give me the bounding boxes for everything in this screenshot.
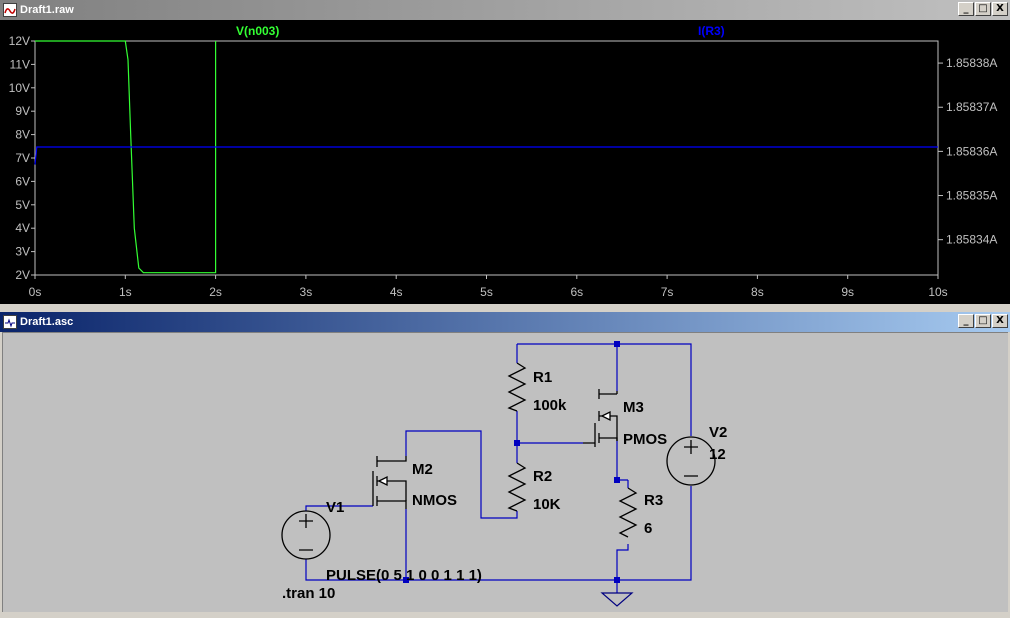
- label-v2-name[interactable]: V2: [709, 424, 727, 441]
- junction-dots: [403, 341, 620, 583]
- label-m3-name[interactable]: M3: [623, 399, 644, 416]
- trace-ir3[interactable]: [34, 146, 938, 165]
- schematic-window-title: Draft1.asc: [20, 316, 74, 328]
- label-r1-value[interactable]: 100k: [533, 397, 567, 414]
- waveform-chart[interactable]: V(n003) I(R3) 0s 1s 2s 3s 4s 5s 6s 7s 8s 9s 10s 12V…: [0, 20, 1010, 304]
- waveform-titlebar[interactable]: Draft1.raw _ □ X: [0, 0, 1010, 20]
- y-right-tick-label: 1.85837A: [946, 100, 997, 114]
- wire[interactable]: [406, 486, 692, 581]
- wire[interactable]: [616, 544, 629, 580]
- x-tick-label: 3s: [300, 285, 313, 299]
- x-tick-label: 6s: [570, 285, 583, 299]
- y-left-tick-label: 9V: [15, 104, 30, 118]
- y-left-tick-label: 2V: [15, 268, 30, 282]
- voltage-source-v2[interactable]: [666, 436, 716, 486]
- spice-directive[interactable]: .tran 10: [282, 585, 335, 602]
- nmos-m2[interactable]: [372, 456, 407, 509]
- x-tick-label: 1s: [119, 285, 132, 299]
- waveform-plot-area[interactable]: V(n003) I(R3) 0s 1s 2s 3s 4s 5s 6s 7s 8s 9s 10s 12V…: [0, 20, 1010, 304]
- x-tick-label: 2s: [209, 285, 222, 299]
- legend-vn003[interactable]: V(n003): [236, 24, 279, 38]
- label-v2-value[interactable]: 12: [709, 446, 726, 463]
- schematic-window-icon: [3, 315, 17, 329]
- x-tick-label: 10s: [928, 285, 947, 299]
- minimize-button[interactable]: _: [958, 2, 974, 16]
- close-button[interactable]: X: [992, 2, 1008, 16]
- label-v1-value[interactable]: PULSE(0 5 1 0 0 1 1 1): [326, 567, 482, 584]
- trace-vn003[interactable]: [35, 40, 217, 274]
- y-left-tick-label: 11V: [10, 57, 30, 71]
- minimize-button[interactable]: _: [958, 314, 974, 328]
- x-tick-label: 5s: [480, 285, 493, 299]
- label-r2-value[interactable]: 10K: [533, 496, 561, 513]
- voltage-source-v1[interactable]: [281, 510, 331, 560]
- x-tick-label: 4s: [390, 285, 403, 299]
- y-left-tick-label: 12V: [9, 34, 30, 48]
- label-r1-name[interactable]: R1: [533, 369, 552, 386]
- label-m2-name[interactable]: M2: [412, 461, 433, 478]
- y-left-tick-label: 8V: [15, 128, 30, 142]
- y-left-tick-label: 5V: [15, 198, 30, 212]
- label-m3-model[interactable]: PMOS: [623, 431, 667, 448]
- y-right-tick-label: 1.85834A: [946, 233, 997, 247]
- ground-symbol[interactable]: [600, 592, 634, 607]
- waveform-window-title: Draft1.raw: [20, 4, 74, 16]
- legend-ir3[interactable]: I(R3): [698, 24, 725, 38]
- resistor-r3[interactable]: [618, 487, 638, 538]
- close-button[interactable]: X: [992, 314, 1008, 328]
- waveform-window-icon: [3, 3, 17, 17]
- x-tick-label: 9s: [841, 285, 854, 299]
- y-left-tick-label: 10V: [9, 81, 30, 95]
- plot-frame: [34, 40, 939, 276]
- y-left-tick-label: 6V: [15, 174, 30, 188]
- wire[interactable]: [517, 343, 692, 436]
- schematic-titlebar[interactable]: Draft1.asc _ □ X: [0, 312, 1010, 332]
- resistor-r2[interactable]: [507, 462, 527, 512]
- y-left-tick-label: 3V: [15, 245, 30, 259]
- wire[interactable]: [305, 505, 373, 511]
- x-tick-label: 0s: [29, 285, 42, 299]
- label-m2-model[interactable]: NMOS: [412, 492, 457, 509]
- x-tick-label: 8s: [751, 285, 764, 299]
- pmos-m3[interactable]: [583, 389, 618, 447]
- y-right-tick-label: 1.85836A: [946, 144, 997, 158]
- y-right-tick-label: 1.85838A: [946, 56, 997, 70]
- restore-button[interactable]: □: [975, 314, 991, 328]
- x-tick-label: 7s: [661, 285, 674, 299]
- wire[interactable]: [305, 559, 326, 581]
- y-right-tick-label: 1.85835A: [946, 189, 997, 203]
- y-left-tick-label: 4V: [15, 221, 30, 235]
- wire[interactable]: [405, 430, 518, 519]
- schematic-canvas[interactable]: R1 100k R2 10K R3 6 M3 PMOS M2 NMOS V1 P…: [2, 332, 1008, 612]
- label-r3-value[interactable]: 6: [644, 520, 652, 537]
- schematic-drawing[interactable]: R1 100k R2 10K R3 6 M3 PMOS M2 NMOS V1 P…: [3, 333, 1009, 613]
- label-v1-name[interactable]: V1: [326, 499, 344, 516]
- resistor-r1[interactable]: [507, 362, 527, 412]
- y-left-tick-label: 7V: [15, 151, 30, 165]
- label-r2-name[interactable]: R2: [533, 468, 552, 485]
- restore-button[interactable]: □: [975, 2, 991, 16]
- label-r3-name[interactable]: R3: [644, 492, 663, 509]
- waveform-window: Draft1.raw _ □ X V(n003) I(R3) 0s 1s 2s 3s 4…: [0, 0, 1010, 306]
